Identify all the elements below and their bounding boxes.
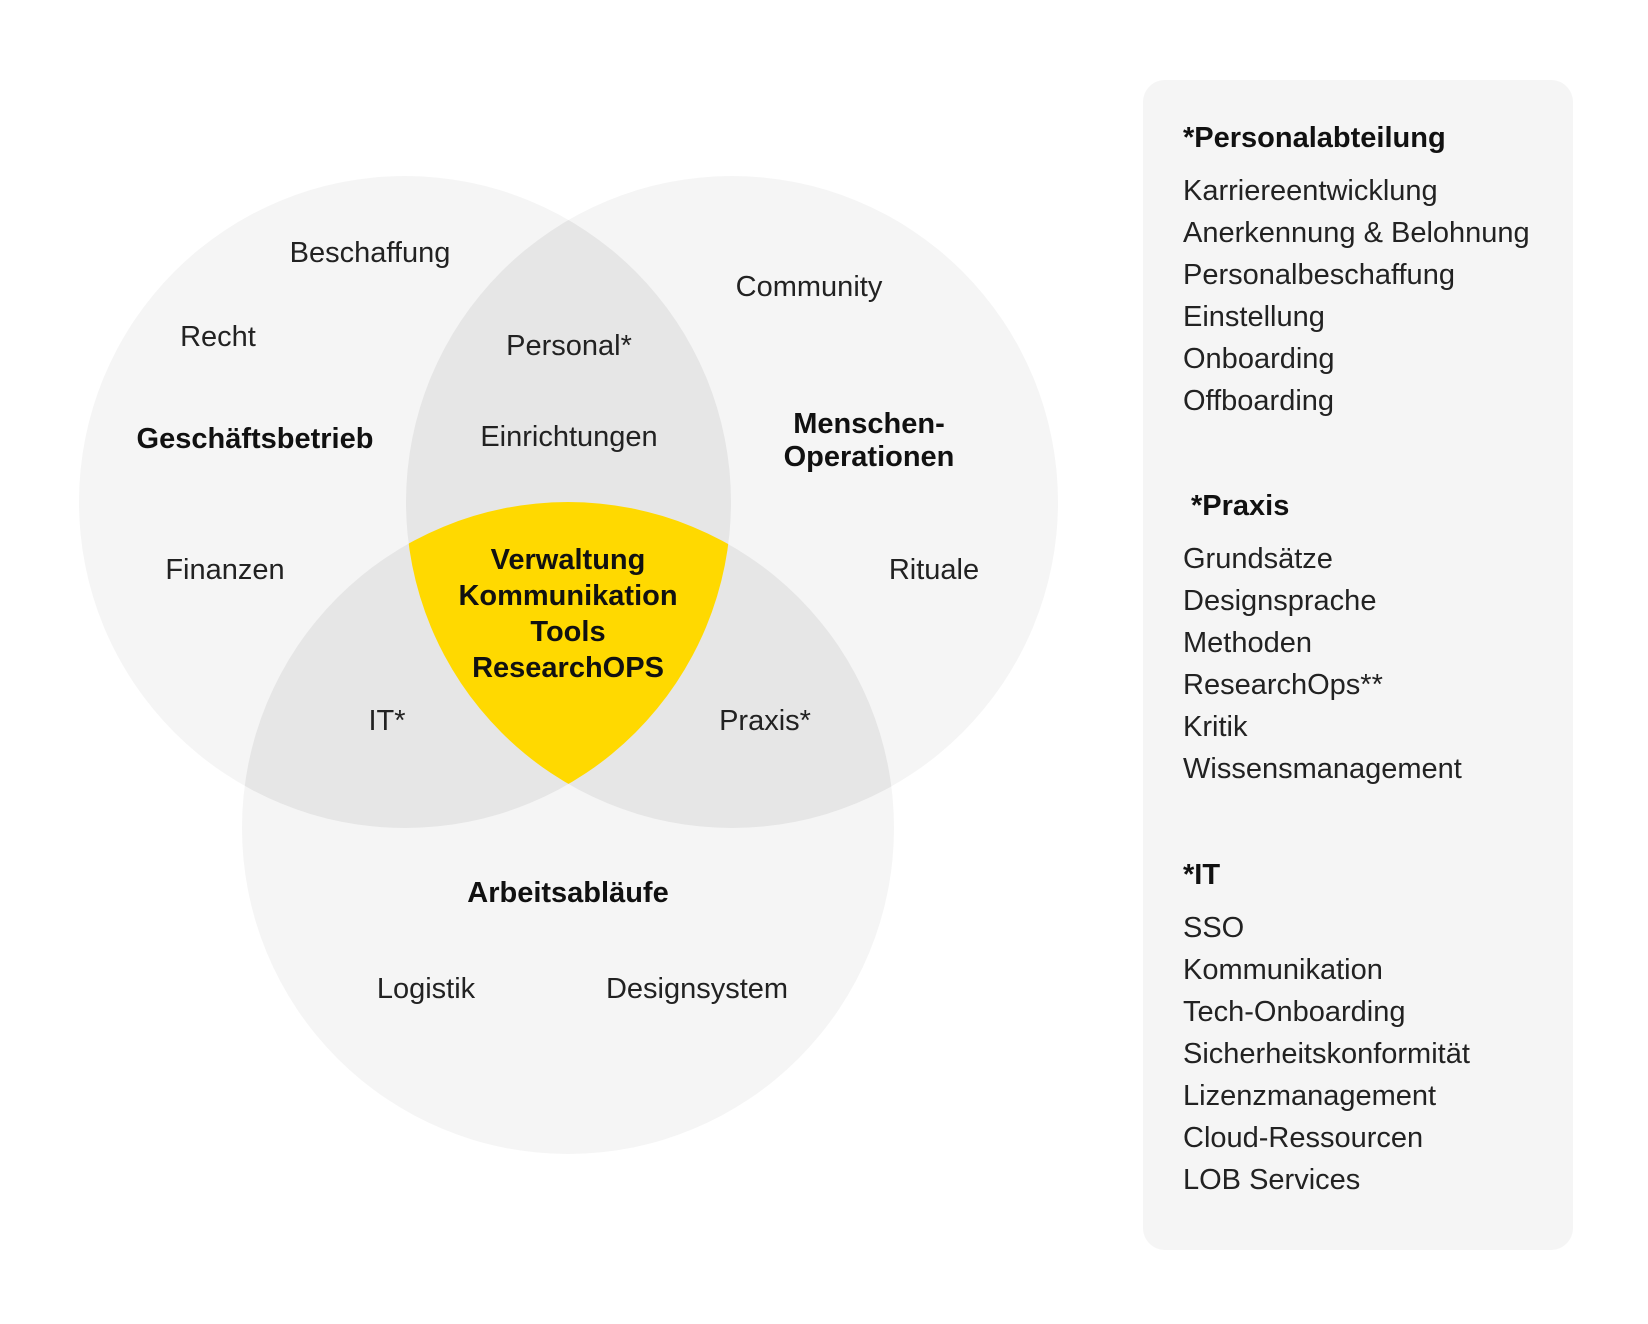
legend-item: Designsprache	[1183, 585, 1377, 617]
legend-item: Kommunikation	[1183, 954, 1383, 986]
legend-item: ResearchOps**	[1183, 669, 1383, 701]
label-logistik: Logistik	[377, 973, 476, 1005]
legend-list: Grundsätze Designsprache Methoden Resear…	[1183, 538, 1553, 790]
legend-item: Sicherheitskonformität	[1183, 1038, 1470, 1070]
title-arbeitsablaeufe: Arbeitsabläufe	[467, 877, 668, 909]
center-label-kommunikation: Kommunikation	[458, 580, 677, 612]
legend-section-praxis: *Praxis Grundsätze Designsprache Methode…	[1183, 486, 1553, 790]
label-community: Community	[736, 271, 883, 303]
label-praxis: Praxis*	[719, 705, 811, 737]
label-beschaffung: Beschaffung	[290, 237, 451, 269]
center-label-tools: Tools	[530, 616, 605, 648]
legend-item: Anerkennung & Belohnung	[1183, 217, 1530, 249]
overlap-right	[406, 502, 894, 828]
legend-section-it: *IT SSO Kommunikation Tech-Onboarding Si…	[1183, 855, 1553, 1201]
label-recht: Recht	[180, 321, 256, 353]
title-geschaeftsbetrieb: Geschäftsbetrieb	[137, 423, 374, 455]
legend-item: Wissensmanagement	[1183, 753, 1462, 785]
legend-item: LOB Services	[1183, 1164, 1361, 1196]
label-einrichtungen: Einrichtungen	[480, 421, 657, 453]
overlap-left	[242, 502, 731, 828]
venn-diagram: Beschaffung Recht Geschäftsbetrieb Finan…	[136, 176, 980, 1005]
legend-item: Einstellung	[1183, 301, 1325, 333]
label-finanzen: Finanzen	[165, 554, 284, 586]
legend-item: Onboarding	[1183, 343, 1335, 375]
legend-item: SSO	[1183, 912, 1245, 944]
title-menschen-line1: Menschen-	[793, 408, 944, 440]
center-label-verwaltung: Verwaltung	[491, 544, 646, 576]
title-menschen-line2: Operationen	[784, 441, 955, 473]
legend-panel: *Personalabteilung Karriereentwicklung A…	[1143, 80, 1573, 1250]
legend-list: SSO Kommunikation Tech-Onboarding Sicher…	[1183, 907, 1553, 1201]
label-personal: Personal*	[506, 330, 632, 362]
legend-item: Tech-Onboarding	[1183, 996, 1406, 1028]
legend-list: Karriereentwicklung Anerkennung & Belohn…	[1183, 170, 1553, 422]
label-rituale: Rituale	[889, 554, 979, 586]
label-it: IT*	[368, 705, 405, 737]
legend-item: Methoden	[1183, 627, 1312, 659]
legend-heading: *Personalabteilung	[1183, 122, 1446, 154]
legend-item: Lizenzmanagement	[1183, 1080, 1437, 1112]
legend-item: Grundsätze	[1183, 543, 1333, 575]
legend-item: Personalbeschaffung	[1183, 259, 1455, 291]
legend-item: Cloud-Ressourcen	[1183, 1122, 1424, 1154]
center-label-researchops: ResearchOPS	[472, 652, 664, 684]
legend-item: Offboarding	[1183, 385, 1335, 417]
legend-heading: *IT	[1183, 859, 1221, 891]
label-designsystem: Designsystem	[606, 973, 788, 1005]
legend-item: Kritik	[1183, 711, 1248, 743]
legend-heading: *Praxis	[1191, 490, 1290, 522]
legend-section-personalabteilung: *Personalabteilung Karriereentwicklung A…	[1183, 118, 1553, 422]
legend-item: Karriereentwicklung	[1183, 175, 1438, 207]
